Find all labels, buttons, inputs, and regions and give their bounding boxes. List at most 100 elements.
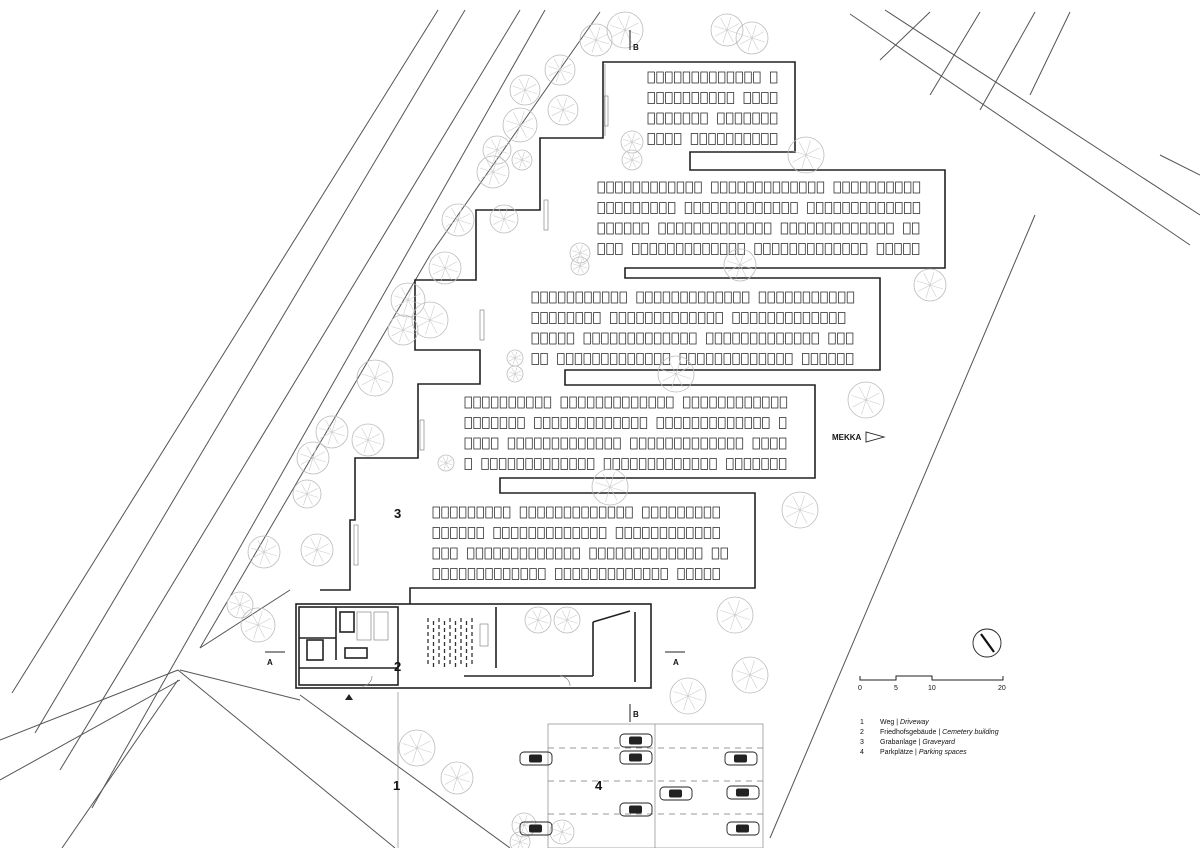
scale-tick: 10 bbox=[928, 685, 936, 692]
grave-plot-icon bbox=[860, 222, 868, 235]
grave-plot-icon bbox=[674, 112, 682, 125]
grave-plot-icon bbox=[770, 71, 778, 84]
grave-plot-icon bbox=[658, 243, 666, 255]
grave-plot-icon bbox=[750, 353, 758, 365]
grave-plot-icon bbox=[546, 527, 554, 539]
grave-plot-icon bbox=[639, 458, 647, 470]
grave-plot-icon bbox=[686, 506, 694, 519]
road-edge bbox=[929, 11, 981, 96]
tree-icon bbox=[547, 94, 579, 126]
grave-plot-icon bbox=[833, 243, 841, 255]
grave-plot-icon bbox=[820, 291, 828, 304]
grave-plot-icon bbox=[781, 202, 789, 214]
car-icon bbox=[726, 785, 760, 800]
grave-plot-icon bbox=[752, 437, 760, 450]
grave-plot-icon bbox=[578, 396, 586, 409]
scale-tick: 5 bbox=[894, 685, 898, 692]
grave-plot-icon bbox=[677, 547, 685, 560]
grave-plot-icon bbox=[432, 527, 440, 539]
grave-plot-icon bbox=[886, 181, 894, 194]
grave-plot-icon bbox=[767, 312, 775, 324]
grave-plot-icon bbox=[735, 458, 743, 470]
grave-plot-icon bbox=[587, 458, 595, 470]
road-edge bbox=[979, 11, 1036, 111]
legend-number: 4 bbox=[860, 749, 864, 756]
grave-plot-icon bbox=[691, 92, 699, 104]
grave-plot-icon bbox=[648, 396, 656, 409]
grave-plot-icon bbox=[894, 243, 902, 255]
grave-plot-icon bbox=[693, 243, 701, 255]
grave-plot-icon bbox=[467, 527, 476, 539]
car-icon bbox=[519, 751, 553, 766]
grave-plot-icon bbox=[674, 71, 682, 84]
grave-plot-icon bbox=[654, 312, 662, 324]
grave-plot-icon bbox=[450, 547, 458, 560]
grave-plot-icon bbox=[691, 417, 700, 429]
grave-plot-icon bbox=[647, 133, 655, 145]
grave-plot-icon bbox=[656, 71, 664, 84]
grave-plot-icon bbox=[816, 181, 825, 194]
grave-plot-icon bbox=[703, 568, 712, 580]
tree-icon bbox=[437, 454, 455, 472]
grave-plot-icon bbox=[744, 396, 752, 409]
grave-plot-icon bbox=[711, 222, 719, 235]
grave-plot-icon bbox=[842, 243, 850, 255]
grave-plot-icon bbox=[615, 222, 623, 235]
tree-icon bbox=[657, 355, 695, 393]
grave-plot-icon bbox=[613, 437, 621, 450]
grave-plot-icon bbox=[597, 181, 605, 194]
grave-plot-icon bbox=[636, 332, 644, 345]
grave-plot-icon bbox=[767, 332, 775, 345]
grave-plot-icon bbox=[656, 112, 664, 125]
grave-plot-icon bbox=[636, 312, 644, 324]
grave-plot-icon bbox=[700, 458, 708, 470]
grave-plot-icon bbox=[877, 202, 885, 214]
grave-plot-icon bbox=[728, 181, 737, 194]
grave-plot-icon bbox=[718, 71, 726, 84]
tree-icon bbox=[723, 248, 757, 282]
grave-plot-icon bbox=[762, 396, 770, 409]
grave-plot-icon bbox=[668, 181, 676, 194]
grave-plot-icon bbox=[750, 312, 758, 324]
grave-plot-icon bbox=[569, 396, 577, 409]
grave-plot-icon bbox=[726, 133, 734, 145]
grave-plot-icon bbox=[772, 202, 781, 214]
grave-plot-icon bbox=[649, 243, 657, 255]
grave-plot-icon bbox=[498, 458, 507, 470]
grave-plot-icon bbox=[665, 92, 673, 104]
grave-plot-icon bbox=[702, 202, 710, 214]
grave-plot-icon bbox=[779, 396, 788, 409]
grave-plot-icon bbox=[752, 112, 760, 125]
grave-plot-icon bbox=[610, 353, 618, 365]
grave-plot-icon bbox=[560, 437, 568, 450]
grave-plot-icon bbox=[743, 92, 751, 104]
grave-plot-icon bbox=[665, 417, 673, 429]
grave-plot-icon bbox=[718, 417, 726, 429]
grave-plot-icon bbox=[581, 506, 589, 519]
grave-plot-icon bbox=[604, 396, 612, 409]
grave-plot-icon bbox=[709, 437, 717, 450]
grave-plot-icon bbox=[808, 181, 816, 194]
grave-plot-icon bbox=[758, 332, 767, 345]
grave-plot-icon bbox=[534, 417, 542, 429]
grave-plot-icon bbox=[720, 202, 728, 214]
tree-icon bbox=[913, 268, 947, 302]
grave-plot-icon bbox=[658, 222, 666, 235]
grave-plot-icon bbox=[680, 291, 688, 304]
grave-plot-icon bbox=[807, 243, 815, 255]
grave-plot-icon bbox=[807, 222, 815, 235]
grave-plot-icon bbox=[700, 437, 708, 450]
grave-plot-icon bbox=[752, 92, 760, 104]
grave-plot-icon bbox=[517, 417, 525, 429]
door-swing bbox=[361, 675, 373, 687]
grave-plot-icon bbox=[551, 437, 560, 450]
grave-plot-icon bbox=[627, 353, 635, 365]
grave-plot-icon bbox=[502, 527, 510, 539]
grave-plot-icon bbox=[578, 458, 586, 470]
grave-plot-icon bbox=[868, 202, 877, 214]
grave-plot-icon bbox=[744, 417, 752, 429]
grave-plot-icon bbox=[780, 222, 789, 235]
tree-icon bbox=[591, 468, 629, 506]
grave-plot-icon bbox=[703, 527, 712, 539]
grave-plot-icon bbox=[741, 353, 749, 365]
